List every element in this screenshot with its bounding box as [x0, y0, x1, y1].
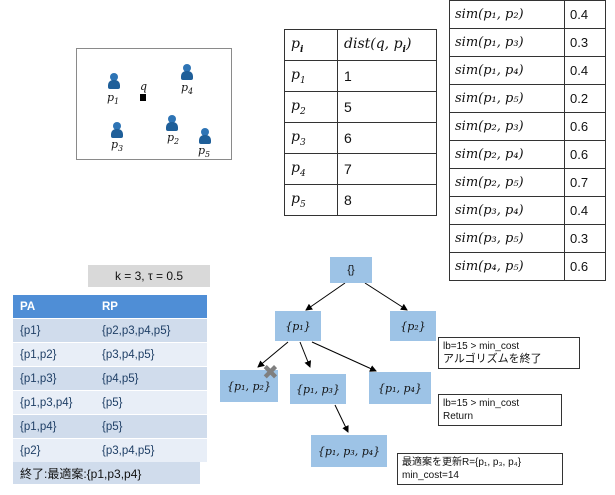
tree-node-p2: {p₂}: [390, 311, 436, 341]
parameters-badge: k = 3, τ = 0.5: [88, 265, 210, 287]
edge-root-p2: [364, 282, 408, 311]
tree-node-p1-p4: {p₁, p₄}: [369, 372, 431, 404]
person-icon-p3: [111, 122, 123, 138]
query-label: q: [140, 80, 148, 93]
person-icon-p5: [199, 128, 211, 144]
table-row: {p1,p2}{p3,p4,p5}: [13, 342, 207, 367]
table-row: sim(p₁, p₅)0.2: [449, 84, 606, 113]
table-header-row: PA RP: [13, 295, 207, 319]
person-icon-p2: [166, 115, 178, 131]
edge-root-p1: [305, 282, 346, 311]
tree-node-root: {}: [330, 257, 372, 283]
tree-node-p1: {p₁}: [275, 311, 321, 341]
final-result: 終了:最適案:{p1,p3,p4}: [13, 462, 200, 484]
note-terminate: lb=15 > min_cost アルゴリズムを終了: [438, 337, 580, 369]
table-row: sim(p₂, p₃)0.6: [449, 112, 606, 141]
edge-p1-p1p3: [299, 341, 312, 368]
note-update-best: 最適案を更新R={p₁, p₃, p₄} min_cost=14: [397, 453, 563, 485]
header-pa: PA: [13, 295, 95, 319]
table-row: {p1,p3}{p4,p5}: [13, 366, 207, 391]
point-label-p3: p3: [111, 138, 124, 154]
point-label-p2: p2: [167, 131, 180, 147]
header-rp: RP: [95, 295, 207, 319]
table-row: {p1}{p2,p3,p4,p5}: [13, 318, 207, 343]
edge-p1-p1p4: [311, 341, 377, 372]
table-row: sim(p₄, p₅)0.6: [449, 252, 606, 281]
person-icon-p1: [108, 73, 120, 89]
table-row: {p1,p4}{p5}: [13, 414, 207, 439]
table-row: sim(p₁, p₄)0.4: [449, 56, 606, 85]
tree-node-p1-p3-p4: {p₁, p₃, p₄}: [311, 435, 387, 467]
table-row: sim(p₃, p₄)0.4: [449, 196, 606, 225]
edge-p1p3-p1p3p4: [334, 404, 349, 433]
tree-node-p1-p2: {p₁, p₂}: [220, 370, 278, 402]
note-return: lb=15 > min_cost Return: [438, 394, 562, 426]
table-row: sim(p₂, p₅)0.7: [449, 168, 606, 197]
spatial-map: p1 q p4 p3 p2 p5: [76, 48, 232, 160]
pruned-x-icon: ✖: [262, 362, 279, 384]
table-row: {p1,p3,p4}{p5}: [13, 390, 207, 415]
point-label-p4: p4: [181, 81, 194, 97]
point-label-p1: p1: [107, 91, 120, 107]
tree-node-p1-p3: {p₁, p₃}: [290, 374, 346, 404]
similarity-table: sim(p₁, p₂)0.4 sim(p₁, p₃)0.3 sim(p₁, p₄…: [449, 0, 606, 281]
pa-rp-table: PA RP {p1}{p2,p3,p4,p5} {p1,p2}{p3,p4,p5…: [13, 295, 207, 463]
query-point-marker: [140, 94, 146, 101]
person-icon-p4: [181, 64, 193, 80]
edge-p1-p1p2: [257, 341, 289, 368]
table-row: sim(p₁, p₃)0.3: [449, 28, 606, 57]
point-label-p5: p5: [198, 144, 211, 160]
